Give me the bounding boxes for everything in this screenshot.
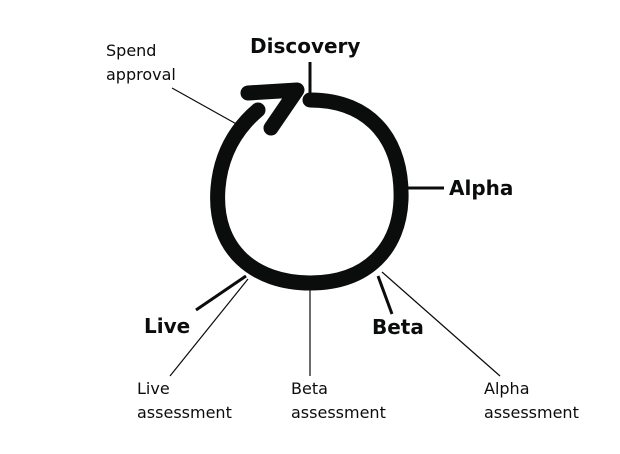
beta-tick <box>376 275 394 315</box>
alpha-assessment-leader <box>381 271 501 377</box>
cycle-arrowhead <box>240 82 305 136</box>
gate-label-alpha-assessment-line2: assessment <box>484 403 579 422</box>
gate-label-beta-assessment-line2: assessment <box>291 403 386 422</box>
phase-label-beta: Beta <box>372 315 424 339</box>
spend-approval-leader <box>171 87 241 127</box>
phase-label-alpha: Alpha <box>449 176 514 200</box>
gate-label-spend-approval: Spend approval <box>106 39 176 87</box>
gate-label-live-assessment-line2: assessment <box>137 403 232 422</box>
gate-label-spend-approval-line2: approval <box>106 65 176 84</box>
gate-label-spend-approval-line1: Spend <box>106 41 157 60</box>
live-assessment-leader <box>169 278 249 377</box>
live-tick <box>195 274 247 312</box>
gate-label-beta-assessment-line1: Beta <box>291 379 328 398</box>
gate-label-live-assessment: Live assessment <box>137 377 232 425</box>
gate-label-alpha-assessment-line1: Alpha <box>484 379 530 398</box>
cycle-ring <box>210 92 409 291</box>
phase-label-live: Live <box>144 314 191 338</box>
gate-label-live-assessment-line1: Live <box>137 379 170 398</box>
gate-label-alpha-assessment: Alpha assessment <box>484 377 579 425</box>
phase-label-discovery: Discovery <box>250 34 361 58</box>
gate-label-beta-assessment: Beta assessment <box>291 377 386 425</box>
